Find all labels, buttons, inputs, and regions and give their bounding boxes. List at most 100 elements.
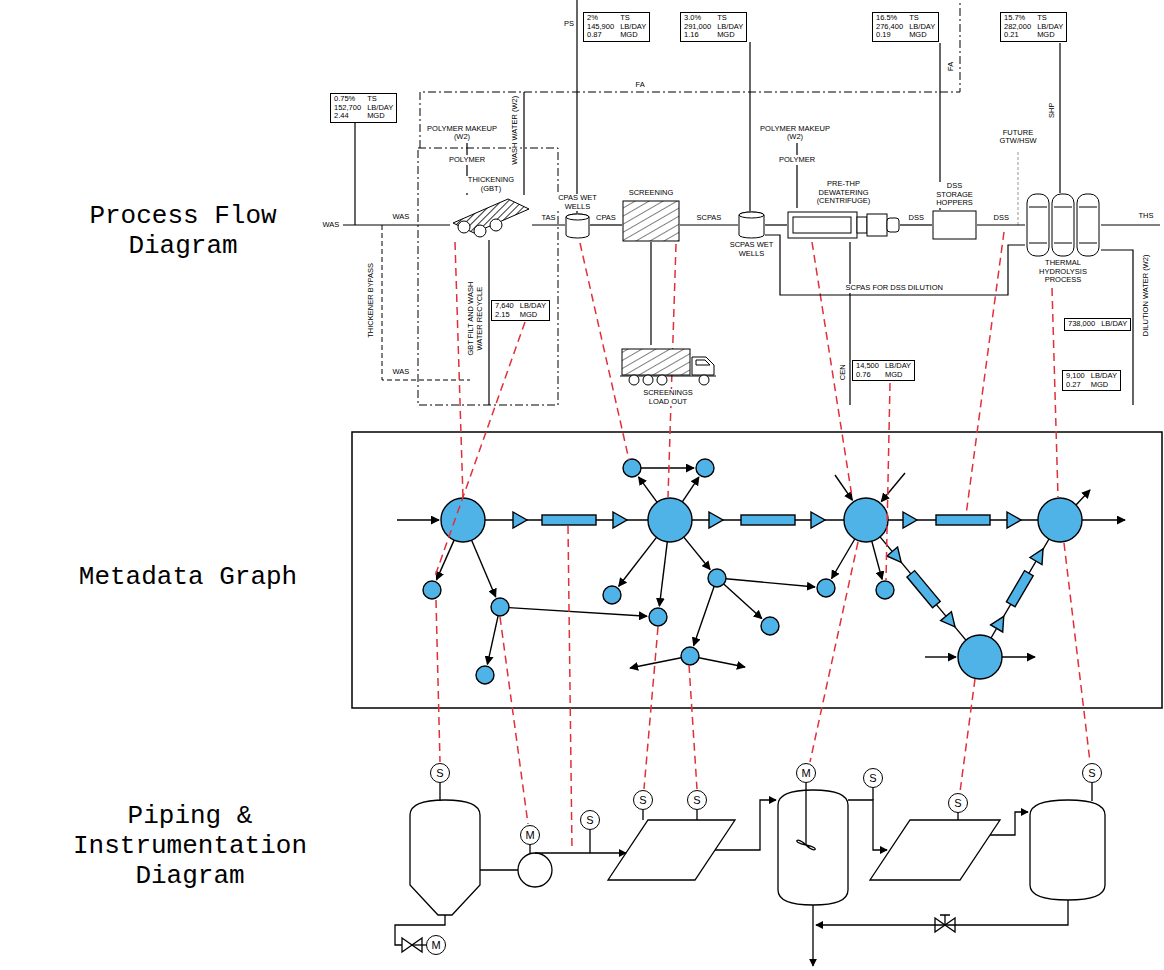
stream-label: POLYMER (779, 156, 815, 165)
flow-value: LB/DAY (909, 23, 935, 32)
cyl-symbol (566, 214, 589, 220)
graph-edge (509, 608, 647, 617)
instrument-tag: S (639, 795, 646, 806)
stream-label: WAS (393, 368, 410, 377)
instrument-bubble: S (1082, 763, 1102, 783)
flow-value: TS (717, 14, 743, 23)
process-line (849, 242, 850, 405)
flow-value: 282,000 (1004, 23, 1031, 32)
gbt-equipment: THICKENING (GBT) (450, 195, 532, 239)
cyl-symbol (739, 212, 764, 238)
instrument-bubble: S (430, 763, 450, 783)
cent-symbol (788, 212, 899, 238)
flow-value: 0.27 (1066, 381, 1085, 390)
graph-property (907, 571, 940, 608)
graph-property (542, 515, 596, 525)
pid-pipe (715, 800, 776, 850)
flow-data-box: 16.5%TS276,400LB/DAY0.19MGD (872, 12, 939, 42)
stream-label: FA (947, 61, 956, 70)
thp-symbol (1054, 243, 1072, 244)
stream-name: SCPAS FOR DSS DILUTION (845, 284, 944, 293)
stream-name: DSS (993, 214, 1010, 223)
graph-node (423, 581, 441, 599)
flow-value: 2% (587, 14, 614, 23)
stream-line (765, 235, 1025, 295)
flow-value: LB/DAY (367, 104, 393, 113)
instrument-bubble: M (426, 935, 446, 955)
flow-value: 0.76 (856, 371, 879, 380)
link-line (812, 242, 852, 497)
truck-symbol (699, 375, 709, 385)
hop-equipment: DSS STORAGE HOPPERS (932, 210, 977, 240)
flow-data-box: 14,500LB/DAY0.76MGD (852, 360, 915, 381)
graph-node (958, 635, 1002, 679)
cent-symbol (787, 208, 900, 242)
flow-value: LB/DAY (885, 362, 911, 371)
process-line (749, 42, 750, 211)
gbt-symbol (453, 199, 529, 233)
cent-symbol (857, 217, 867, 233)
flow-data-box: 7,640LB/DAY2.15MGD (491, 300, 550, 321)
instrument-bubble: S (948, 793, 968, 813)
graph-edge (682, 477, 699, 502)
equipment-label: PRE-THP DEWATERING (CENTRIFUGE) (811, 180, 877, 206)
graph-property (941, 612, 961, 632)
flow-value: TS (909, 14, 935, 23)
flow-data-box: 9,100LB/DAY0.27MGD (1062, 370, 1121, 391)
graph-edge (699, 658, 745, 667)
stream-line (900, 224, 932, 225)
stream-name: TAS (541, 214, 557, 223)
hop-symbol (933, 211, 976, 239)
graph-property (887, 547, 907, 567)
stream-name: DSS (908, 214, 925, 223)
thp-symbol (1029, 207, 1047, 208)
flow-value: 291,000 (684, 23, 711, 32)
process-line (488, 240, 489, 405)
graph-property (1006, 571, 1033, 607)
graph-node (623, 459, 641, 477)
graph-property (513, 512, 527, 528)
flow-value: 9,100 (1066, 372, 1085, 381)
link-line (966, 232, 1004, 515)
instrument-tag: M (801, 768, 810, 779)
truck-symbol (696, 360, 710, 365)
graph-edge (1002, 656, 1035, 657)
flow-value: LB/DAY (620, 23, 646, 32)
graph-node (603, 586, 621, 604)
truck-symbol (657, 375, 667, 385)
link-line (689, 665, 697, 789)
flow-data-box: 738,000LB/DAY (1064, 318, 1131, 331)
pid-pipe (797, 840, 815, 850)
stream-line (765, 224, 787, 225)
graph-edge (487, 616, 498, 665)
link-line (886, 383, 890, 580)
flow-data-box: 0.75%TS152,700LB/DAY2.44MGD (330, 93, 397, 123)
truck-symbol (692, 357, 714, 375)
graph-property (936, 515, 990, 525)
graph-edge (397, 519, 439, 520)
screen-symbol (623, 201, 679, 241)
stream-label: GBT FILT AND WASH WATER RECYCLE (466, 271, 483, 366)
graph-edge (724, 584, 762, 619)
instrument-tag: M (431, 940, 440, 951)
thp-equipment: THERMAL HYDROLYSIS PROCESS (1025, 193, 1101, 257)
cent-symbol (793, 217, 851, 233)
instrument-tag: S (869, 773, 876, 784)
flow-value: 2.44 (334, 112, 361, 121)
instrument-tag: M (525, 830, 534, 841)
stream-line (590, 224, 622, 225)
stream-label: WAS (323, 221, 340, 230)
cyl-symbol (565, 213, 590, 239)
section-title: Process Flow Diagram (68, 202, 298, 262)
hop-symbol (932, 210, 977, 240)
graph-edge (1082, 519, 1125, 520)
stream-label: WASH WATER (W2) (511, 95, 520, 164)
graph-property (991, 613, 1010, 632)
graph-node (1038, 498, 1082, 542)
graph-property (709, 512, 723, 528)
graph-edge (694, 587, 715, 646)
flow-value: 14,500 (856, 362, 879, 371)
flow-value: 0.19 (876, 31, 903, 40)
instrument-tag: S (954, 798, 961, 809)
flow-value: 738,000 (1068, 320, 1095, 329)
